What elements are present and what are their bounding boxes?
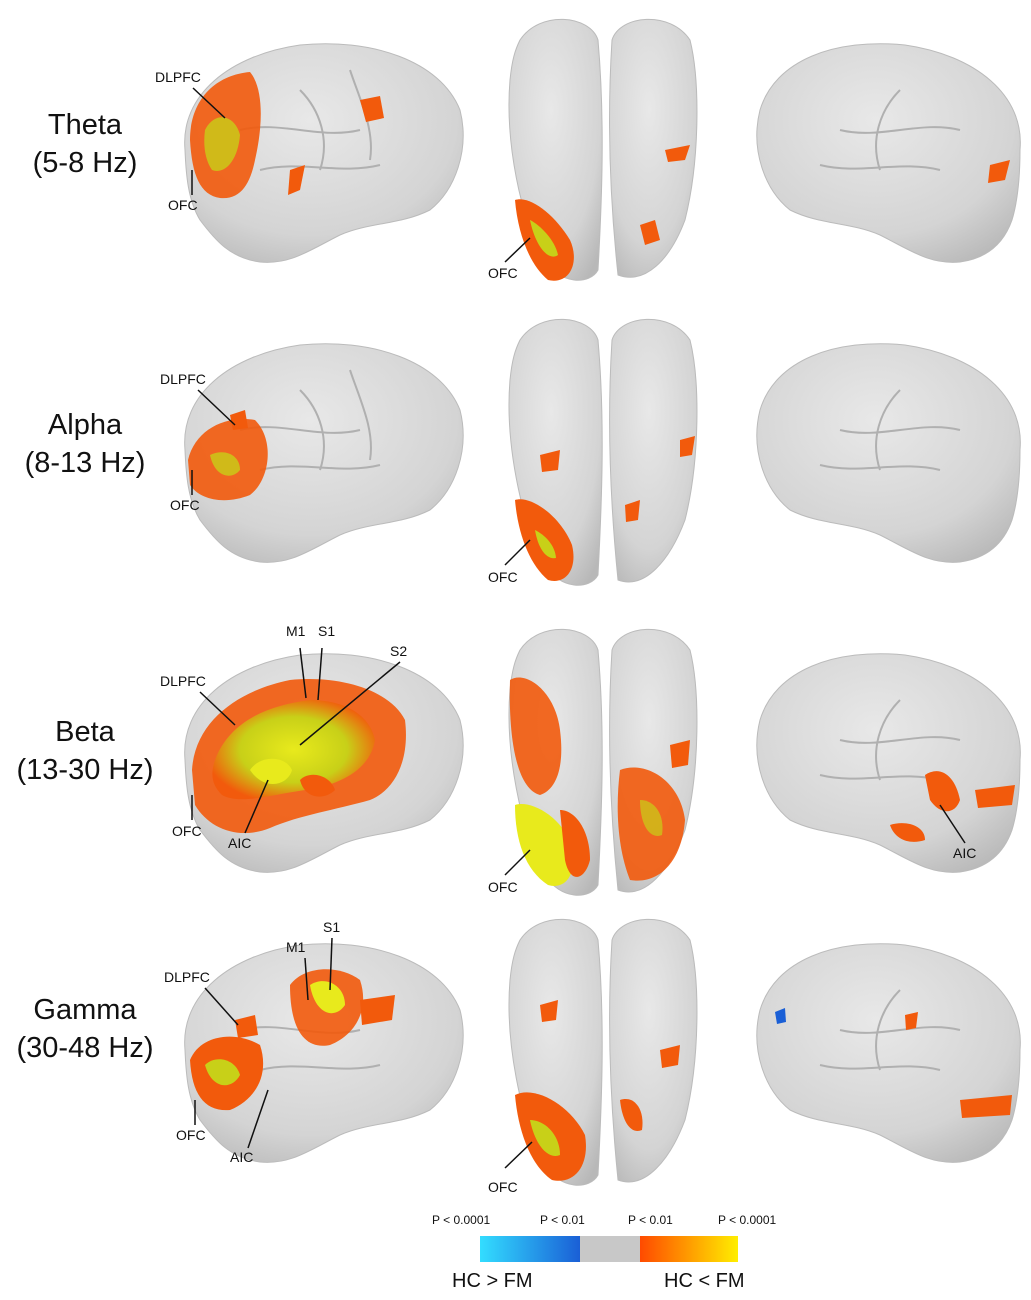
band-label-theta: Theta (5-8 Hz)	[0, 106, 170, 182]
band-range: (13-30 Hz)	[16, 754, 154, 786]
lateral-view: DLPFC OFC	[160, 343, 464, 563]
colorbar-positive	[640, 1236, 738, 1262]
label-aic: AIC	[953, 845, 976, 861]
label-m1: M1	[286, 623, 306, 639]
label-ofc: OFC	[176, 1127, 206, 1143]
colorbar	[480, 1236, 738, 1262]
colorbar-label-p0001-left: P < 0.0001	[432, 1213, 491, 1227]
row-beta: M1 S1 S2 DLPFC OFC AIC OFC	[160, 623, 1021, 896]
colorbar-label-p01-left: P < 0.01	[540, 1213, 585, 1227]
label-ofc: OFC	[488, 569, 518, 585]
band-label-alpha: Alpha (8-13 Hz)	[0, 406, 170, 482]
label-aic: AIC	[230, 1149, 253, 1165]
band-range: (5-8 Hz)	[32, 147, 138, 179]
colorbar-group-right: HC < FM	[664, 1270, 745, 1292]
band-range: (30-48 Hz)	[16, 1032, 154, 1064]
colorbar-group-left: HC > FM	[452, 1270, 533, 1292]
label-m1: M1	[286, 939, 306, 955]
label-s1: S1	[318, 623, 335, 639]
label-ofc: OFC	[172, 823, 202, 839]
lateral-view: DLPFC OFC	[155, 43, 464, 263]
ventral-view: OFC	[488, 318, 698, 586]
label-aic: AIC	[228, 835, 251, 851]
lateral-view: S1 M1 DLPFC OFC AIC	[164, 919, 464, 1165]
right-lateral-view	[756, 943, 1021, 1163]
label-dlpfc: DLPFC	[160, 371, 206, 387]
colorbar-label-p0001-right: P < 0.0001	[718, 1213, 777, 1227]
ventral-view: OFC	[488, 918, 698, 1195]
label-dlpfc: DLPFC	[164, 969, 210, 985]
band-range: (8-13 Hz)	[24, 447, 146, 479]
band-name: Gamma	[33, 994, 137, 1026]
label-dlpfc: DLPFC	[160, 673, 206, 689]
band-label-gamma: Gamma (30-48 Hz)	[0, 991, 170, 1067]
row-gamma: S1 M1 DLPFC OFC AIC OFC	[164, 918, 1021, 1195]
label-ofc: OFC	[168, 197, 198, 213]
label-ofc: OFC	[488, 1179, 518, 1195]
band-name: Theta	[47, 109, 123, 141]
right-lateral-view	[756, 343, 1021, 563]
right-lateral-view	[756, 43, 1021, 263]
band-label-beta: Beta (13-30 Hz)	[0, 713, 170, 789]
colorbar-label-p01-right: P < 0.01	[628, 1213, 673, 1227]
brain-views: DLPFC OFC OFC	[155, 18, 1021, 1195]
label-ofc: OFC	[488, 265, 518, 281]
label-ofc: OFC	[488, 879, 518, 895]
band-name: Beta	[55, 716, 115, 748]
right-lateral-view: AIC	[756, 653, 1021, 873]
ventral-view: OFC	[488, 18, 698, 281]
band-name: Alpha	[47, 409, 123, 441]
label-s1: S1	[323, 919, 340, 935]
label-s2: S2	[390, 643, 407, 659]
colorbar-negative	[480, 1236, 580, 1262]
ventral-view: OFC	[488, 628, 698, 896]
row-theta: DLPFC OFC OFC	[155, 18, 1021, 281]
lateral-view: M1 S1 S2 DLPFC OFC AIC	[160, 623, 464, 873]
row-alpha: DLPFC OFC OFC	[160, 318, 1021, 586]
label-dlpfc: DLPFC	[155, 69, 201, 85]
colorbar-neutral	[580, 1236, 640, 1262]
label-ofc: OFC	[170, 497, 200, 513]
